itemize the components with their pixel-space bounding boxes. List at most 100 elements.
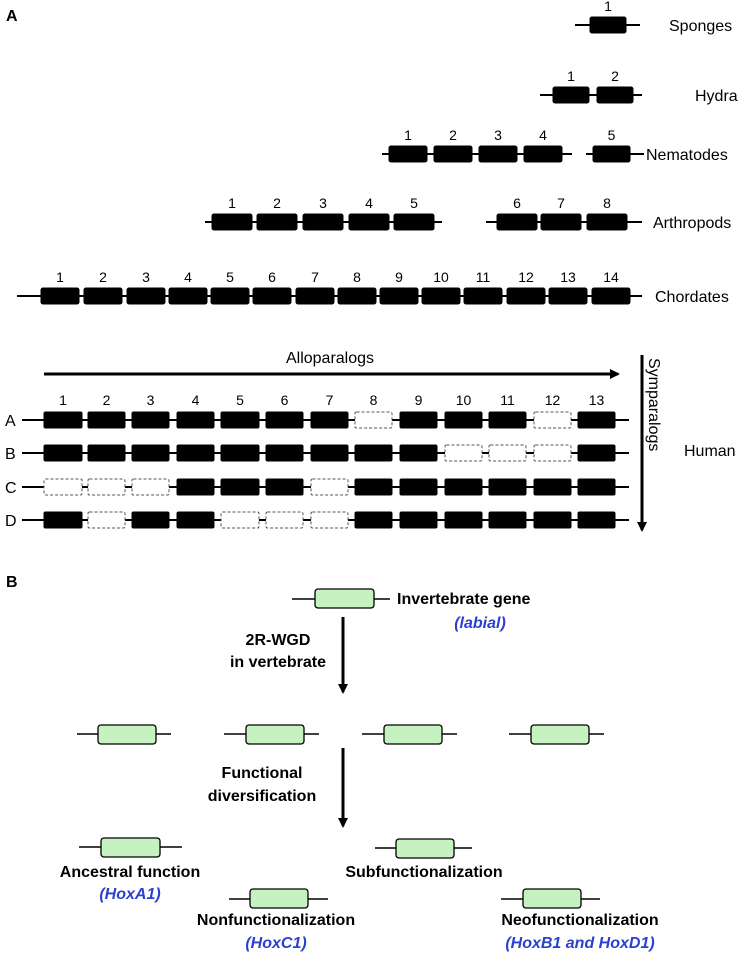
gene-box [488,411,527,429]
gene-box [506,287,546,305]
gene-box [393,213,435,231]
wgd-label-line1: 2R-WGD [246,632,311,649]
gene-box [220,411,260,429]
gene-box [596,86,634,104]
outcome-nonfunctionalization-gene [229,888,328,909]
gene-box [43,411,83,429]
human-column-number: 4 [192,392,200,408]
neofunctionalization-example: (HoxB1 and HoxD1) [505,935,654,952]
gene-box [444,411,483,429]
gene-number: 4 [539,127,547,143]
gene-box [176,411,215,429]
gene-number: 12 [518,269,534,285]
hox-cluster-a: A [5,411,629,430]
gene-box [533,478,572,496]
gene-box [265,411,304,429]
gene-number: 5 [608,127,616,143]
gene-number: 3 [142,269,150,285]
duplicated-gene [224,724,319,745]
lost-gene-box [310,478,349,496]
gene-number: 6 [268,269,276,285]
subfunctionalization-label: Subfunctionalization [345,864,502,881]
cluster-label: D [5,513,17,530]
gene-box [379,287,419,305]
gene-box [220,444,260,462]
human-column-number: 13 [589,392,605,408]
gene-box [176,444,215,462]
duplicated-gene [77,724,171,745]
gene-box [540,213,582,231]
gene-box [265,478,304,496]
gene-number: 4 [365,195,373,211]
gene-box [126,287,166,305]
gene-number: 6 [513,195,521,211]
gene-box [295,287,335,305]
gene-number: 11 [476,269,491,285]
gene-number: 2 [273,195,281,211]
nonfunctionalization-example: (HoxC1) [245,935,306,952]
gene-box [421,287,461,305]
gene-box [577,478,616,496]
gene-box [211,213,253,231]
gene-number: 7 [311,269,319,285]
ancestral-function-label: Ancestral function [60,864,200,881]
outcome-subfunctionalization-gene [375,838,472,859]
gene-number: 2 [449,127,457,143]
duplicated-genes [77,724,604,745]
gene-number: 9 [395,269,403,285]
gene-box [354,478,393,496]
lost-gene-box [533,411,572,429]
gene-box [176,478,215,496]
gene-box [399,478,438,496]
lost-gene-box [354,411,393,429]
gene-box [433,145,473,163]
organism-label: Nematodes [646,147,728,164]
gene-number: 1 [56,269,64,285]
gene-box [354,511,393,529]
gene-number: 2 [611,68,619,84]
gene-box [302,213,344,231]
gene-box [83,287,123,305]
organism-label: Hydra [695,88,738,105]
human-column-number: 6 [281,392,289,408]
gene-number: 7 [557,195,565,211]
gene-box [87,444,126,462]
organism-label: Chordates [655,289,729,306]
gene-box [533,511,572,529]
lost-gene-box [220,511,260,529]
gene-number: 5 [226,269,234,285]
gene-number: 1 [228,195,236,211]
lost-gene-box [310,511,349,529]
gene-box [265,444,304,462]
lost-gene-box [131,478,170,496]
gene-box [523,145,563,163]
hox-cluster-d: D [5,511,629,530]
gene-box [310,411,349,429]
cluster-label: C [5,480,17,497]
gene-box [131,411,170,429]
gene-number: 8 [603,195,611,211]
human-column-number: 7 [326,392,334,408]
lost-gene-box [533,444,572,462]
gene-number: 14 [603,269,619,285]
human-column-number: 2 [103,392,111,408]
gene-number: 4 [184,269,192,285]
outcome-neofunctionalization-gene [501,888,600,909]
human-column-number: 5 [236,392,244,408]
nonfunctionalization-label: Nonfunctionalization [197,912,355,929]
cluster-label: B [5,446,16,463]
human-column-number: 3 [147,392,155,408]
human-column-number: 10 [456,392,472,408]
panel-b-label: B [6,574,18,591]
gene-box [87,411,126,429]
outcome-ancestral-gene [79,837,182,858]
lost-gene-box [265,511,304,529]
gene-box [354,444,393,462]
